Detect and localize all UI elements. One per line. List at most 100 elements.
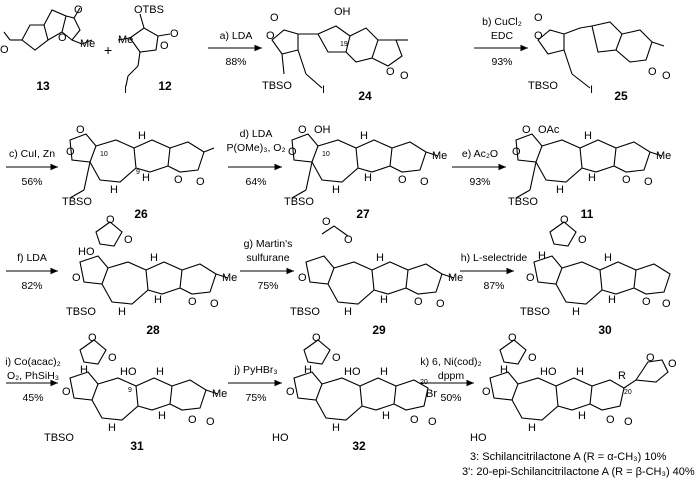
compound-12-label: 12 — [158, 79, 172, 93]
atom-TBSO: TBSO — [520, 306, 550, 318]
atom-Me: Me — [432, 150, 448, 162]
atom-HO: HO — [272, 432, 289, 444]
atom-O: O — [606, 414, 615, 426]
atom-O: O — [386, 66, 395, 78]
atom-O: O — [646, 352, 655, 364]
reagent-g1: g) Martin's — [243, 238, 293, 250]
atom-O: O — [400, 70, 409, 82]
atom-H: H — [158, 410, 166, 422]
structure-3 — [489, 339, 669, 421]
yield-a: 88% — [225, 56, 247, 68]
atom-O: O — [522, 124, 531, 136]
structure-28 — [79, 221, 229, 305]
atom-Me: Me — [80, 38, 96, 50]
compound-11-label: 11 — [580, 207, 594, 221]
atom-TBSO: TBSO — [508, 196, 538, 208]
locant-10: 10 — [322, 151, 330, 158]
atom-O: O — [624, 416, 633, 428]
atom-O: O — [534, 30, 543, 42]
atom-O: O — [170, 28, 179, 40]
atom-H: H — [304, 364, 312, 376]
structure-11 — [515, 133, 663, 199]
atom-TBSO: TBSO — [62, 196, 92, 208]
structure-32 — [293, 339, 429, 421]
reagent-d2: P(OMe)₃, O₂ — [226, 142, 286, 154]
atom-O: O — [512, 146, 521, 158]
atom-HO: HO — [120, 366, 137, 378]
atom-H: H — [108, 422, 116, 434]
atom-O: O — [108, 352, 117, 364]
reagent-j: j) PyHBr₃ — [234, 364, 278, 376]
yield-c: 56% — [21, 176, 43, 188]
atom-TBSO: TBSO — [44, 432, 74, 444]
atom-O: O — [0, 44, 9, 56]
atom-H: H — [110, 184, 118, 196]
atom-O: O — [58, 32, 67, 44]
compound-26-label: 26 — [134, 207, 148, 221]
atom-O: O — [72, 272, 81, 284]
atom-O: O — [420, 176, 429, 188]
yield-h: 87% — [483, 280, 505, 292]
atom-Me: Me — [222, 272, 238, 284]
atom-O: O — [508, 332, 517, 344]
atom-H: H — [500, 364, 508, 376]
reagent-h: h) L-selectride — [460, 252, 528, 264]
atom-O: O — [344, 234, 353, 246]
atom-O: O — [124, 234, 133, 246]
atom-O: O — [622, 174, 631, 186]
atom-TBSO: TBSO — [66, 306, 96, 318]
reagent-g2: sulfurane — [246, 252, 290, 264]
yield-e: 93% — [469, 176, 491, 188]
atom-H: H — [604, 252, 612, 264]
structure-31 — [69, 339, 219, 421]
atom-O: O — [270, 12, 279, 24]
locant-9: 9 — [128, 387, 132, 394]
atom-O: O — [644, 176, 653, 188]
locant-19: 19 — [340, 41, 348, 48]
atom-H: H — [556, 184, 564, 196]
atom-O: O — [66, 146, 75, 158]
reagent-k1: k) 6, Ni(cod)₂ — [420, 356, 482, 368]
yield-g: 75% — [257, 280, 279, 292]
atom-O: O — [528, 352, 537, 364]
atom-H: H — [118, 306, 126, 318]
atom-O: O — [322, 216, 331, 228]
atom-O: O — [74, 4, 83, 16]
atom-H: H — [572, 306, 580, 318]
atom-O: O — [298, 272, 307, 284]
atom-H: H — [588, 172, 596, 184]
atom-O: O — [436, 298, 445, 310]
atom-Br: Br — [426, 388, 437, 400]
atom-O: O — [534, 12, 543, 24]
atom-R: R — [618, 370, 626, 382]
atom-H: H — [608, 294, 616, 306]
atom-O: O — [526, 272, 535, 284]
yield-i: 45% — [22, 392, 44, 404]
reagent-d1: d) LDA — [239, 128, 273, 140]
structure-24 — [271, 25, 408, 89]
atom-TBSO: TBSO — [290, 306, 320, 318]
atom-I: I — [590, 84, 594, 96]
atom-TBSO: TBSO — [528, 80, 558, 92]
compound-24-label: 24 — [358, 89, 372, 103]
atom-HO: HO — [78, 246, 95, 258]
locant-20: 20 — [624, 389, 632, 396]
atom-O: O — [266, 30, 275, 42]
atom-O: O — [62, 386, 71, 398]
structure-13 — [3, 7, 93, 51]
atom-H: H — [138, 130, 146, 142]
locant-20: 20 — [420, 379, 428, 386]
footnote-compound-3-prime: 3': 20-epi-Schilancitrilactone A (R = β-… — [462, 466, 695, 478]
atom-H: H — [156, 366, 164, 378]
atom-O: O — [578, 234, 587, 246]
atom-Me: Me — [118, 34, 134, 46]
atom-H: H — [380, 366, 388, 378]
atom-O: O — [210, 298, 219, 310]
atom-H: H — [332, 184, 340, 196]
atom-H: H — [142, 172, 150, 184]
compound-28-label: 28 — [146, 323, 160, 337]
atom-HO: HO — [344, 366, 361, 378]
atom-O: O — [312, 332, 321, 344]
atom-H: H — [344, 306, 352, 318]
atom-O: O — [88, 332, 97, 344]
